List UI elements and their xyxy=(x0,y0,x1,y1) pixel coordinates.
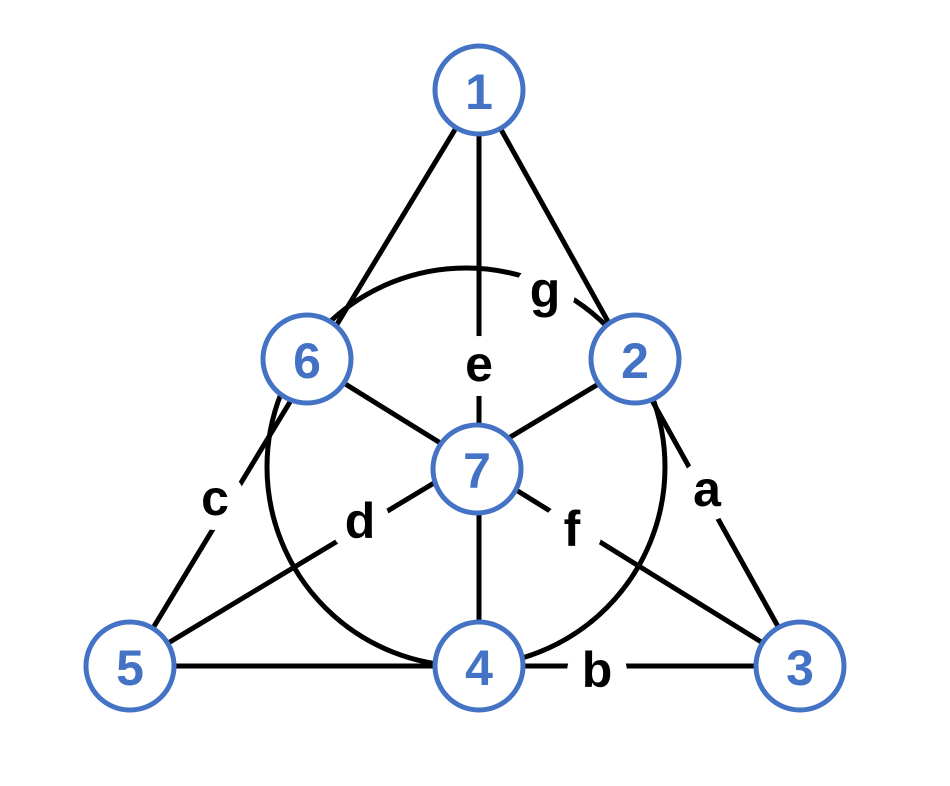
line-label-f: f xyxy=(564,501,581,557)
line-label-c-group: c xyxy=(185,470,245,530)
node-4: 4 xyxy=(432,619,526,713)
line-label-e-group: e xyxy=(449,336,509,396)
line-label-d-group: d xyxy=(330,493,390,553)
node-7-label: 7 xyxy=(463,443,491,499)
node-6-label: 6 xyxy=(293,333,321,389)
node-1-label: 1 xyxy=(465,64,493,120)
line-label-f-group: f xyxy=(542,501,602,561)
line-label-e: e xyxy=(465,336,493,392)
line-label-b-group: b xyxy=(567,642,627,702)
node-7: 7 xyxy=(430,422,524,516)
line-label-c: c xyxy=(201,470,229,526)
line-label-g: g xyxy=(530,262,561,318)
node-1: 1 xyxy=(432,43,526,137)
line-label-a-group: a xyxy=(677,461,737,521)
line-label-a: a xyxy=(693,461,722,517)
line-label-d: d xyxy=(345,493,376,549)
node-3: 3 xyxy=(753,619,847,713)
node-4-label: 4 xyxy=(465,640,493,696)
line-label-b: b xyxy=(582,642,613,698)
node-3-label: 3 xyxy=(786,640,814,696)
node-5: 5 xyxy=(83,619,177,713)
node-6: 6 xyxy=(260,312,354,406)
line-label-g-group: g xyxy=(515,262,575,322)
node-2-label: 2 xyxy=(621,333,649,389)
node-5-label: 5 xyxy=(116,640,144,696)
node-2: 2 xyxy=(588,312,682,406)
